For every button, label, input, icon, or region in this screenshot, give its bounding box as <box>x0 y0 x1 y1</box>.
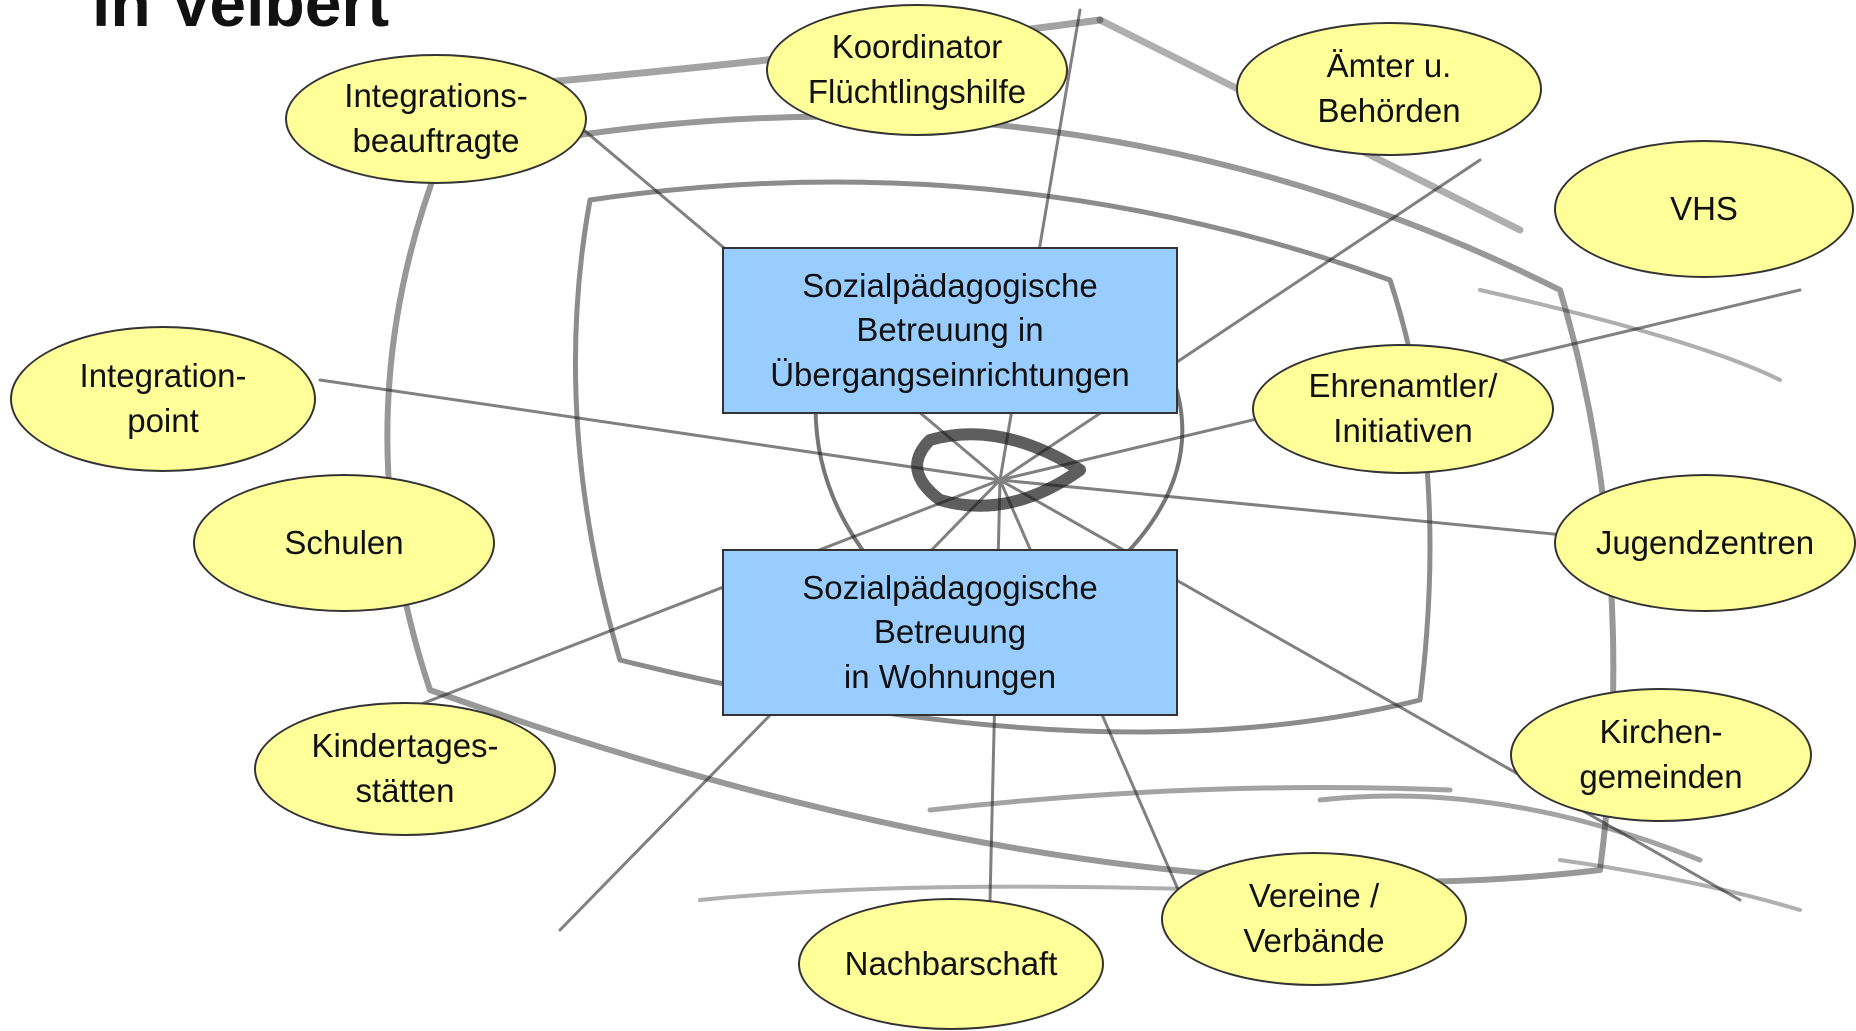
node-koordinator-fluechtlingshilfe: Koordinator Flüchtlingshilfe <box>766 4 1068 136</box>
node-integrationpoint: Integration- point <box>10 326 316 472</box>
node-vhs: VHS <box>1554 140 1854 278</box>
node-kindertagesstaetten: Kindertages- stätten <box>254 702 556 836</box>
node-ehrenamtler-initiativen: Ehrenamtler/ Initiativen <box>1252 344 1554 474</box>
node-vereine-verbaende: Vereine / Verbände <box>1161 852 1467 986</box>
node-kirchengemeinden: Kirchen- gemeinden <box>1510 688 1812 822</box>
node-nachbarschaft: Nachbarschaft <box>798 898 1104 1030</box>
node-aemter-behoerden: Ämter u. Behörden <box>1236 22 1542 156</box>
node-jugendzentren: Jugendzentren <box>1554 474 1856 612</box>
node-integrationsbeauftragte: Integrations- beauftragte <box>285 54 587 184</box>
page-title: in Velbert <box>92 0 389 36</box>
center-box-wohnungen: Sozialpädagogische Betreuung in Wohnunge… <box>722 549 1178 716</box>
center-box-uebergangseinrichtungen: Sozialpädagogische Betreuung in Übergang… <box>722 247 1178 414</box>
node-schulen: Schulen <box>193 474 495 612</box>
